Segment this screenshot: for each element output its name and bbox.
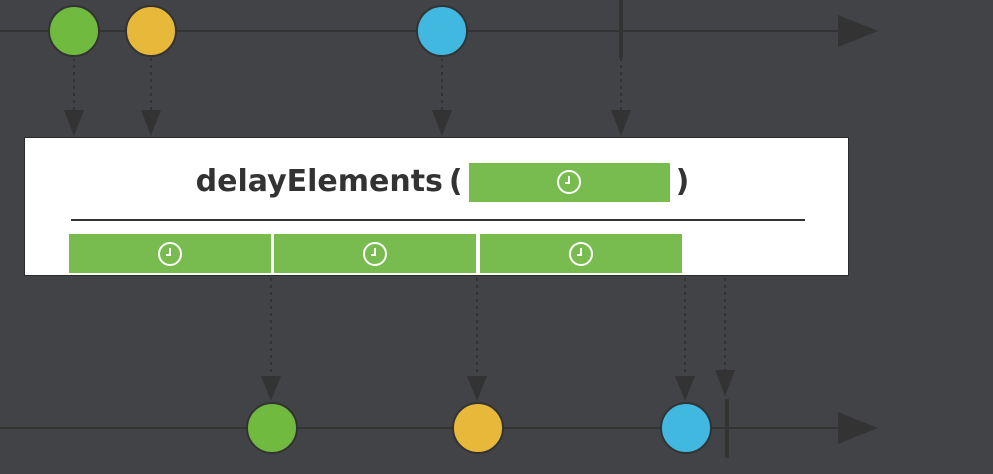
delay-block-green (69, 234, 271, 273)
arrowhead-yellow-out (467, 376, 487, 401)
result-marble-yellow (452, 402, 504, 454)
operator-box: delayElements ( ) (24, 137, 849, 276)
clock-icon (569, 241, 593, 266)
arrowhead-complete-in (611, 110, 631, 136)
arrowhead-blue-out (675, 376, 695, 401)
delay-block-yellow (274, 234, 476, 273)
delay-block-blue (480, 234, 682, 273)
clock-icon (557, 170, 582, 194)
clock-icon (363, 241, 387, 266)
duration-parameter (468, 162, 670, 202)
source-marble-yellow (125, 5, 177, 57)
arrowhead-complete-out (715, 370, 735, 396)
arrowhead-green-out (261, 376, 281, 401)
result-marble-green (246, 402, 298, 454)
operator-name: delayElements (195, 164, 443, 199)
clock-icon (158, 241, 182, 266)
arrowhead-green-in (64, 110, 84, 136)
arrowhead-blue-in (432, 110, 452, 136)
result-marble-blue (660, 402, 712, 454)
source-marble-blue (416, 5, 468, 57)
result-timeline-arrowhead (838, 412, 878, 444)
arrowhead-yellow-in (141, 110, 161, 136)
operator-signature: delayElements ( ) (25, 162, 848, 202)
close-paren: ) (675, 164, 690, 199)
open-paren: ( (448, 164, 463, 199)
operator-divider (71, 219, 805, 221)
source-marble-green (48, 5, 100, 57)
source-timeline-arrowhead (838, 15, 878, 47)
